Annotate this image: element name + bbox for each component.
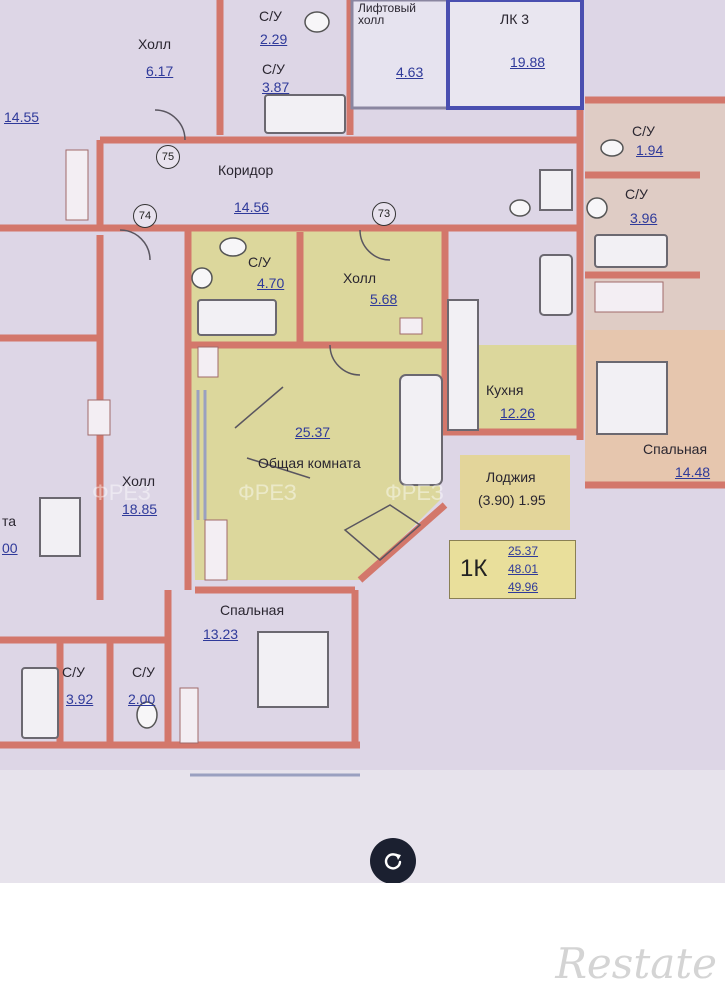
room-label-kitchen: Кухня: [486, 382, 524, 398]
floor-plan-photo: ФРЕЗ ФРЕЗ ФРЕЗ Холл 6.17 С/У 2.29 С/У 3.…: [0, 0, 725, 883]
room-area-lk3: 19.88: [510, 54, 546, 70]
room-area-hall-left: 18.85: [122, 501, 158, 517]
room-label-bath-392: С/У: [62, 664, 85, 680]
room-label-corridor: Коридор: [218, 162, 274, 178]
refresh-button[interactable]: [370, 838, 416, 883]
room-label-bath-229: С/У: [259, 8, 282, 24]
room-area-left-partial: 14.55: [4, 109, 40, 125]
room-area-lift-hall: 4.63: [396, 64, 424, 80]
bottom-whitespace: Restate: [0, 883, 725, 992]
room-area-hall-apartment: 5.68: [370, 291, 398, 307]
living-area-value: 25.37: [508, 544, 539, 558]
room-area-bath-229: 2.29: [260, 31, 288, 47]
room-label-lk3: ЛК 3: [500, 11, 530, 27]
room-label-bath-387: С/У: [262, 61, 285, 77]
room-area-partial-left: 00: [2, 540, 18, 556]
svg-text:ФРЕЗ: ФРЕЗ: [385, 480, 444, 505]
room-label-bedroom-right: Спальная: [643, 441, 708, 457]
room-label-bath-470: С/У: [248, 254, 271, 270]
door-number-75: 75: [156, 145, 180, 169]
room-label-living-room: Общая комната: [258, 455, 361, 471]
svg-text:ФРЕЗ: ФРЕЗ: [238, 480, 297, 505]
room-label-bedroom: Спальная: [220, 602, 285, 618]
room-label-partial-left: та: [2, 513, 17, 529]
refresh-icon: [384, 853, 402, 870]
svg-text:ФРЕЗ: ФРЕЗ: [92, 480, 151, 505]
apartment-summary-badge: 1К 25.37 48.01 49.96: [449, 540, 576, 599]
room-area-bath-470: 4.70: [257, 275, 285, 291]
room-label-lift-hall: Лифтовый холл: [358, 1, 416, 27]
restate-logo: Restate: [555, 939, 717, 988]
room-area-bath-392: 3.92: [66, 691, 94, 707]
room-area-bath-396: 3.96: [630, 210, 658, 226]
room-label-bath-396: С/У: [625, 186, 648, 202]
room-label-loggia: Лоджия: [486, 469, 536, 485]
room-label-hall-left: Холл: [122, 473, 155, 489]
room-area-hall-top: 6.17: [146, 63, 174, 79]
door-number-73: 73: [372, 202, 396, 226]
room-area-living-room: 25.37: [295, 424, 331, 440]
apartment-type: 1К: [460, 555, 488, 582]
room-label-hall-top: Холл: [138, 36, 171, 52]
room-label-bath-194: С/У: [632, 123, 655, 139]
floor-plan-drawing: ФРЕЗ ФРЕЗ ФРЕЗ: [0, 0, 725, 883]
room-area-loggia: (3.90) 1.95: [478, 492, 546, 508]
room-area-bath-194: 1.94: [636, 142, 664, 158]
total-area-value: 48.01: [508, 562, 539, 576]
room-area-corridor: 14.56: [234, 199, 270, 215]
room-area-bath-200: 2.00: [128, 691, 156, 707]
room-area-bedroom: 13.23: [203, 626, 239, 642]
total-area-with-loggia-value: 49.96: [508, 580, 539, 594]
room-area-bath-387: 3.87: [262, 79, 290, 95]
room-label-hall-apartment: Холл: [343, 270, 376, 286]
door-number-74: 74: [133, 204, 157, 228]
room-label-bath-200: С/У: [132, 664, 155, 680]
room-area-bedroom-right: 14.48: [675, 464, 711, 480]
room-area-kitchen: 12.26: [500, 405, 536, 421]
